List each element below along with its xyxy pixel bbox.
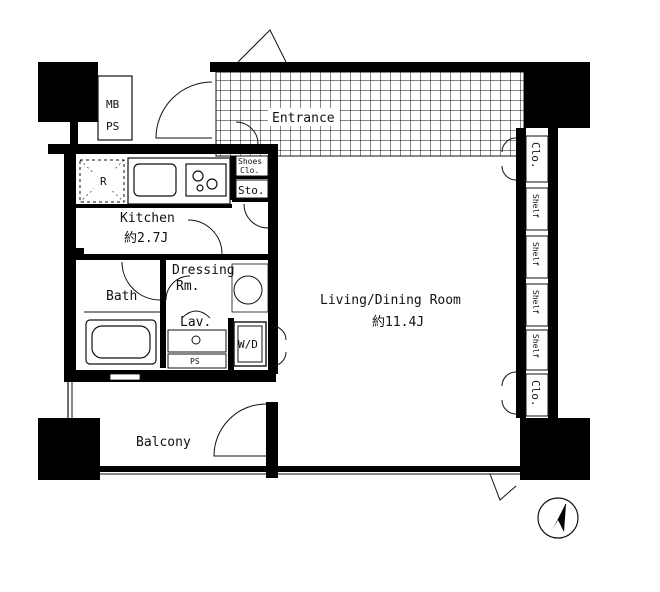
kitchen-counter [127,157,231,205]
column-top-left [38,62,98,122]
storage-door [243,203,269,229]
entrance-label-bg [268,108,340,126]
washer-space [233,321,267,367]
shoe-closet-door [235,121,259,145]
living-size-label: 約11.4J [372,315,424,330]
closet-bottom-label: Clo. [529,380,542,407]
dressing-door [165,275,191,301]
closet-top-door-b [501,165,517,181]
column-top-right [524,62,590,128]
entrance-tile-floor [215,71,525,157]
dressing-label-line2: Rm. [176,279,199,294]
kitchen-size-label: 約2.7J [124,231,168,246]
closet-bottom-door-a [501,371,517,387]
lavatory-label: Lav. [180,315,211,330]
kitchen-label: Kitchen [120,211,175,226]
pipe-shaft-bottom [167,353,227,369]
closet-top-door-a [501,137,517,153]
living-window-door [489,473,517,501]
bathtub [85,319,157,365]
mb-ps-shaft [97,75,133,141]
shelf-label-4: Shelf [531,334,540,358]
column-bottom-right [520,418,590,480]
shelf-label-3: Shelf [531,290,540,314]
washer-door-right [271,351,287,367]
stove-burners-icon [185,163,227,197]
entrance-door [155,81,213,139]
shoe-closet-label-line1: Shoes [238,157,262,166]
storage-label: Sto. [238,184,265,197]
storage-closet [235,179,269,199]
right-storage-column [525,135,549,417]
bath-door [121,261,161,301]
mb-label: MB [106,98,120,111]
washer-label: W/D [238,338,258,351]
balcony-label: Balcony [136,435,191,450]
closet-bottom-door-b [501,399,517,415]
entrance-label: Entrance [272,111,335,126]
dressing-room-fixture [233,275,263,305]
balcony-door [213,403,267,457]
shelf-label-1: Shelf [531,194,540,218]
ps-bottom-label: PS [190,357,200,366]
shoe-closet-label-line2: Clo. [240,166,259,175]
refrigerator-space [79,159,125,203]
bath-label: Bath [106,289,137,304]
closet-top-label: Clo. [529,142,542,169]
top-exterior-door [237,29,287,63]
refrigerator-label: R [100,175,107,188]
doors [121,29,517,501]
living-label: Living/Dining Room [320,293,461,308]
kitchen-sink [133,163,177,197]
wash-basin-icon [167,310,227,353]
dressing-label-line1: Dressing [172,263,235,278]
washer-door-left [271,325,287,341]
shoe-closet [235,155,269,177]
ps-top-label: PS [106,120,119,133]
shelf-label-2: Shelf [531,242,540,266]
column-bottom-left [38,418,100,480]
kitchen-door [187,219,223,255]
compass-north-arrow-icon [537,497,579,539]
walls [48,62,558,478]
